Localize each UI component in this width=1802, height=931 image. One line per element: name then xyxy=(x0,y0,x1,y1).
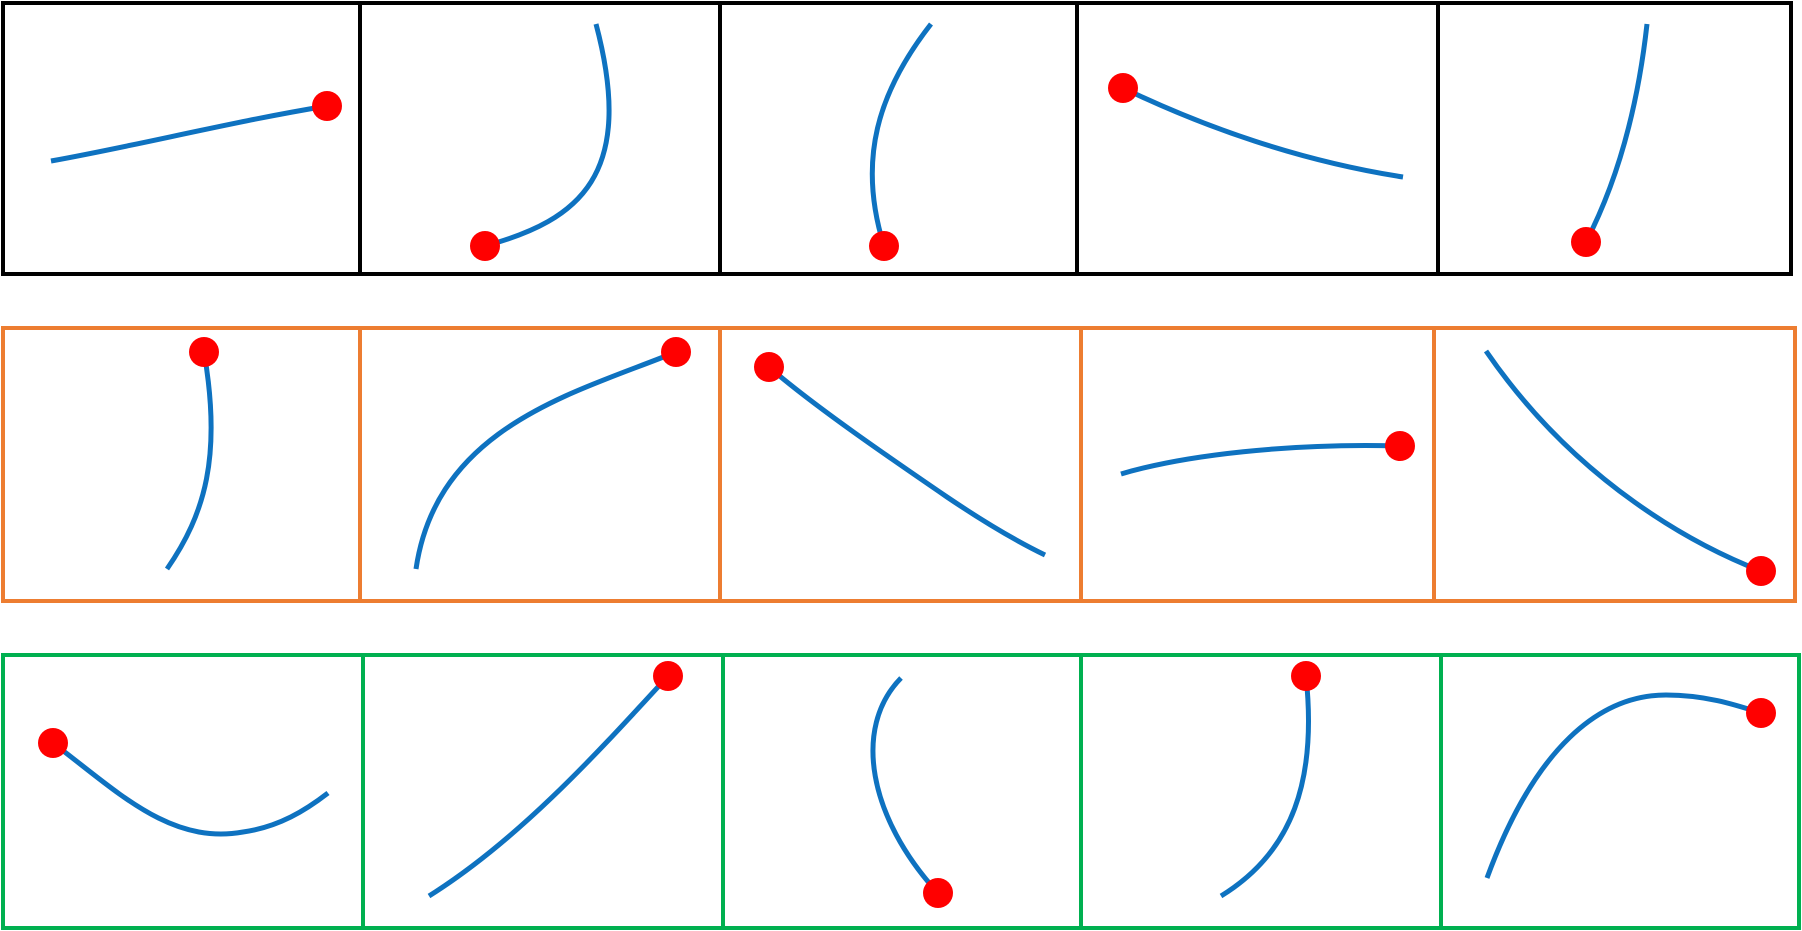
curve-rising-diagonal xyxy=(427,674,670,899)
curve-descending-concave xyxy=(1121,85,1404,180)
curve-s-shaped xyxy=(870,676,940,895)
row-black-frame xyxy=(1,1,1793,276)
dot-marker xyxy=(754,352,784,382)
curve-steep-rising xyxy=(1583,23,1650,244)
row-orange xyxy=(1,326,1797,603)
row-green xyxy=(1,653,1801,930)
curve-rising-concave xyxy=(413,349,677,570)
dot-marker xyxy=(1108,73,1138,103)
curve-hook xyxy=(484,23,612,249)
row-black xyxy=(1,1,1793,276)
curve-descending-convex xyxy=(1483,349,1762,574)
curve-arc xyxy=(869,22,933,247)
curve-rising-hook xyxy=(1219,675,1311,899)
dot-marker xyxy=(1571,227,1601,257)
dot-marker xyxy=(470,231,500,261)
curve-straight-rising-line xyxy=(50,103,328,164)
dot-marker xyxy=(1746,698,1776,728)
curve-u-shaped xyxy=(51,741,330,837)
dot-marker xyxy=(38,728,68,758)
dot-marker xyxy=(653,661,683,691)
dot-marker xyxy=(312,91,342,121)
dot-marker xyxy=(1385,431,1415,461)
dot-marker xyxy=(869,231,899,261)
dot-marker xyxy=(189,337,219,367)
curve-bowed-upward xyxy=(164,351,214,571)
row-green-frame xyxy=(1,653,1801,930)
dot-marker xyxy=(1291,661,1321,691)
curve-descending-diagonal xyxy=(767,365,1047,558)
curve-flattening xyxy=(1120,443,1401,477)
curve-rising-peak xyxy=(1484,692,1762,879)
dot-marker xyxy=(1746,556,1776,586)
row-orange-frame xyxy=(1,326,1797,603)
dot-marker xyxy=(923,878,953,908)
dot-marker xyxy=(661,337,691,367)
